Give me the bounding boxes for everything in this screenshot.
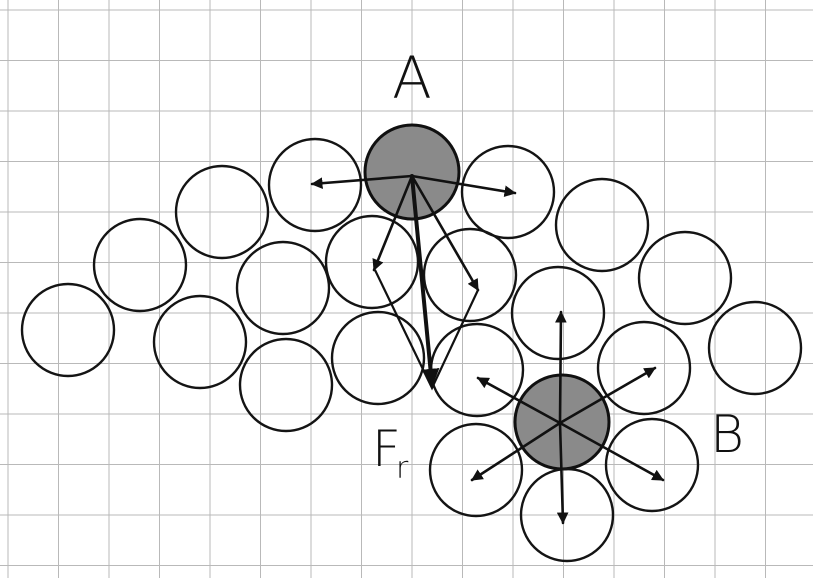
- particle: [430, 424, 522, 516]
- force-arrow: [560, 312, 561, 423]
- particle: [556, 179, 648, 271]
- particle: [598, 322, 690, 414]
- force-vectors: [312, 176, 663, 523]
- particle: [431, 324, 523, 416]
- shaded-particle: [365, 125, 459, 219]
- particle: [639, 232, 731, 324]
- particle: [709, 302, 801, 394]
- particle: [22, 284, 114, 376]
- label-particle-a: A: [392, 44, 432, 112]
- particle: [154, 296, 246, 388]
- particle: [240, 339, 332, 431]
- particle: [237, 242, 329, 334]
- particle: [332, 312, 424, 404]
- label-resultant-subscript: r: [396, 451, 409, 486]
- particle: [94, 219, 186, 311]
- label-particle-b: B: [710, 405, 744, 465]
